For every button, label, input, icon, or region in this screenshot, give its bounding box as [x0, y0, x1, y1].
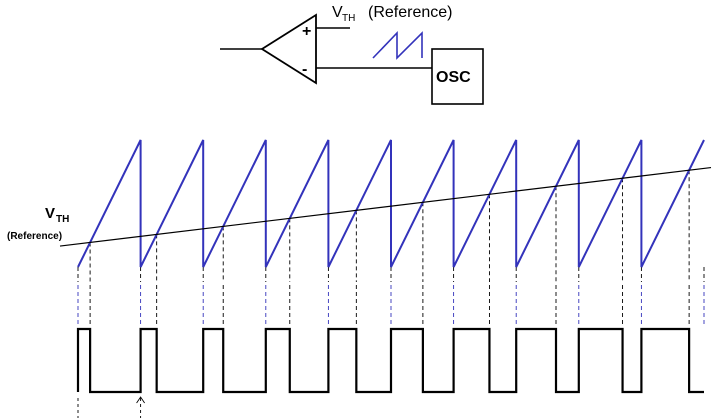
sawtooth-trace [77, 139, 705, 268]
vth-label: V TH (Reference) [7, 205, 69, 242]
sawtooth-icon [372, 31, 423, 60]
oscillator-label: OSC [436, 69, 471, 86]
pwm-output-waveform [76, 327, 704, 394]
plus-sign: + [302, 23, 311, 40]
oscillator-box [431, 48, 484, 105]
comparator-triangle [260, 13, 317, 85]
vth-label-v: V [45, 205, 55, 222]
minus-sign: - [302, 61, 307, 78]
period-arrows [77, 396, 145, 418]
vth-label-sub: TH [56, 214, 69, 225]
dashed-guides [77, 170, 705, 326]
period-arrow-head [136, 396, 145, 404]
comparator-schematic: + - V TH (Reference) OSC [220, 4, 484, 105]
sawtooth-waveform [77, 139, 705, 268]
pwm-trace [76, 327, 704, 394]
vth-label-note: (Reference) [7, 231, 62, 242]
reference-label-v: V [332, 4, 343, 21]
reference-label-sub: TH [342, 13, 355, 24]
reference-label-note: (Reference) [368, 4, 452, 21]
reference-line [59, 166, 712, 247]
